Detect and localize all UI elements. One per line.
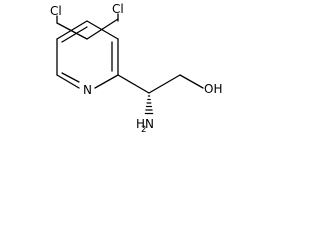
ring-bond-c3-c4-b bbox=[86, 20, 119, 40]
bond-ch2-oh bbox=[179, 74, 204, 89]
bond-chiral-ch2 bbox=[148, 74, 181, 94]
hydroxyl-label: OH bbox=[204, 82, 222, 96]
double-bond-c6-n bbox=[61, 72, 80, 83]
pyridine-double-bonds bbox=[61, 26, 113, 83]
chlorine-atom-label: Cl bbox=[50, 4, 62, 18]
amine-group-label: H N 2 bbox=[136, 117, 154, 135]
chlorine-atom-label: Cl bbox=[112, 2, 124, 16]
ring-bond-c6-n bbox=[56, 74, 80, 89]
substituent-bonds bbox=[56, 13, 204, 94]
amine-subscript: 2 bbox=[141, 125, 146, 135]
hashed-wedge-bond bbox=[144, 95, 154, 115]
ring-bond-n-c2 bbox=[94, 74, 119, 89]
ring-bond-c4-c5-b bbox=[56, 20, 88, 40]
double-bond-c4-c5 bbox=[61, 26, 88, 43]
ring-bond-c4-c5 bbox=[56, 22, 88, 40]
ring-bond-c3-c4 bbox=[86, 18, 119, 40]
amine-nitrogen-label: N bbox=[145, 117, 154, 131]
bond-c2-chiral bbox=[117, 74, 150, 94]
pyridine-ring bbox=[56, 18, 119, 89]
chemical-structure: Cl Cl N OH H N 2 bbox=[50, 2, 222, 135]
amine-hydrogen-label: H bbox=[136, 117, 145, 131]
nitrogen-atom-label: N bbox=[83, 83, 92, 97]
